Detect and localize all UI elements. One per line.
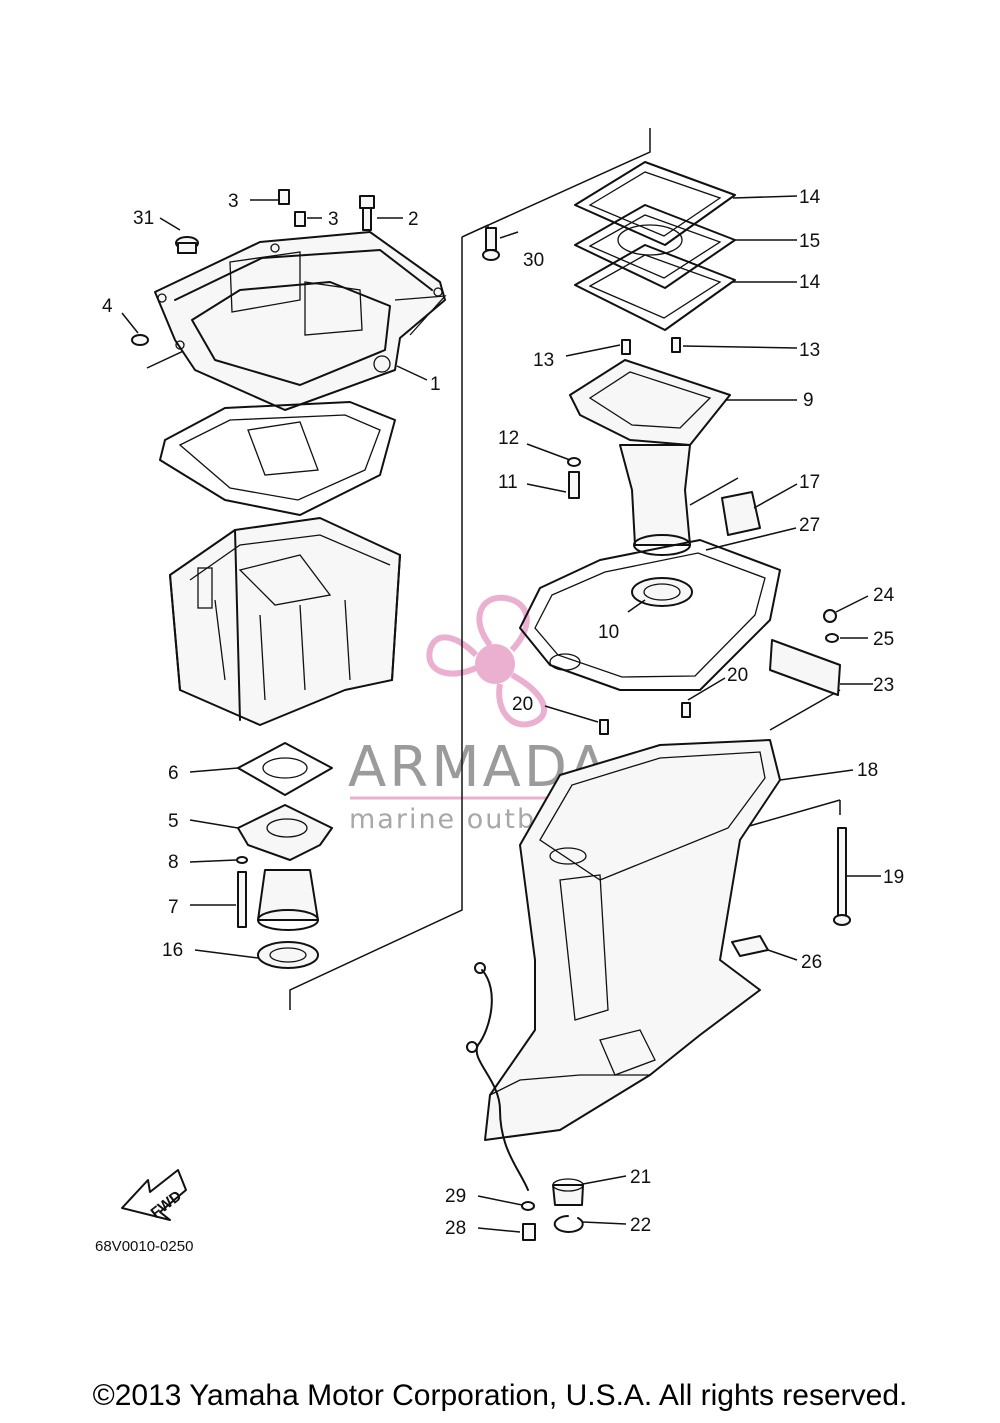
callout-9: 9 <box>803 390 814 411</box>
plug-4 <box>131 334 149 346</box>
dowel-13a <box>621 339 631 355</box>
callout-7: 7 <box>168 897 179 918</box>
callout-30: 30 <box>523 250 544 271</box>
upper-casing-gasket <box>159 401 396 516</box>
rubber-17 <box>721 491 761 536</box>
propeller-logo-icon <box>426 594 548 728</box>
callout-23: 23 <box>873 675 894 696</box>
callout-27: 27 <box>799 515 820 536</box>
callout-28: 28 <box>445 1218 466 1239</box>
callout-10: 10 <box>598 622 619 643</box>
callout-numbers: 1 2 3 3 4 5 6 7 8 9 10 11 12 13 13 14 15… <box>102 187 904 1239</box>
bolt-28 <box>522 1223 536 1241</box>
callout-1: 1 <box>430 374 441 395</box>
washer-8 <box>236 856 248 864</box>
exhaust-guide-5 <box>237 804 333 861</box>
grommet-26 <box>731 935 769 957</box>
oil-pan <box>169 517 401 726</box>
callout-5: 5 <box>168 811 179 832</box>
callout-3a: 3 <box>228 191 239 212</box>
circlip-22 <box>553 1215 584 1233</box>
bolt-7 <box>237 871 247 928</box>
bolt-11 <box>568 471 580 499</box>
side-bracket <box>769 609 841 696</box>
seal-10 <box>631 577 693 607</box>
callout-21: 21 <box>630 1167 651 1188</box>
dowel-3a <box>278 189 290 205</box>
nut-21 <box>552 1184 584 1206</box>
callout-12: 12 <box>498 428 519 449</box>
callout-13b: 13 <box>799 340 820 361</box>
callout-4: 4 <box>102 296 113 317</box>
callout-22: 22 <box>630 1215 651 1236</box>
gasket-6 <box>237 742 333 796</box>
callout-17: 17 <box>799 472 820 493</box>
drive-shaft-housing <box>484 702 851 1141</box>
callout-11: 11 <box>498 472 518 493</box>
plate-23 <box>769 639 841 696</box>
callout-6: 6 <box>168 763 179 784</box>
callout-20a: 20 <box>512 694 533 715</box>
callout-18: 18 <box>857 760 878 781</box>
bolt-19 <box>837 827 847 919</box>
bolt-2-head <box>359 195 375 209</box>
callout-8: 8 <box>168 852 179 873</box>
callout-19: 19 <box>883 867 904 888</box>
dowel-3b <box>294 211 306 227</box>
callout-16: 16 <box>162 940 183 961</box>
dowel-13b <box>671 337 681 353</box>
screw-24 <box>823 609 837 623</box>
bolt-2 <box>362 207 372 231</box>
washer-29 <box>521 1201 535 1211</box>
callout-15: 15 <box>799 231 820 252</box>
callout-24: 24 <box>873 585 895 606</box>
upper-casing <box>154 231 447 411</box>
copyright-notice: ©2013 Yamaha Motor Corporation, U.S.A. A… <box>92 1379 908 1412</box>
callout-26: 26 <box>801 952 822 973</box>
exhaust-guide-assembly <box>236 742 333 969</box>
callout-13a: 13 <box>533 350 554 371</box>
exhaust-manifold <box>567 337 761 556</box>
callout-31: 31 <box>133 208 154 229</box>
callout-20b: 20 <box>727 665 748 686</box>
lower-fasteners <box>466 962 584 1241</box>
lower-gasket <box>519 539 781 691</box>
washer-25 <box>825 633 839 643</box>
fwd-arrow-icon: FWD <box>121 1169 187 1222</box>
callout-29: 29 <box>445 1186 466 1207</box>
callout-3b: 3 <box>328 209 339 230</box>
callout-2: 2 <box>408 209 419 230</box>
washer-12 <box>567 457 581 467</box>
drawing-code: 68V0010-0250 <box>95 1238 193 1255</box>
callout-14a: 14 <box>799 187 821 208</box>
leader-lines <box>121 195 881 1233</box>
callout-25: 25 <box>873 629 894 650</box>
bolt-30 <box>485 227 497 251</box>
top-fasteners <box>131 189 500 346</box>
dowel-20b <box>681 702 691 718</box>
gasket-stack <box>574 161 736 331</box>
seal-16 <box>257 941 319 969</box>
dowel-20a <box>599 719 609 735</box>
callout-14b: 14 <box>799 272 821 293</box>
